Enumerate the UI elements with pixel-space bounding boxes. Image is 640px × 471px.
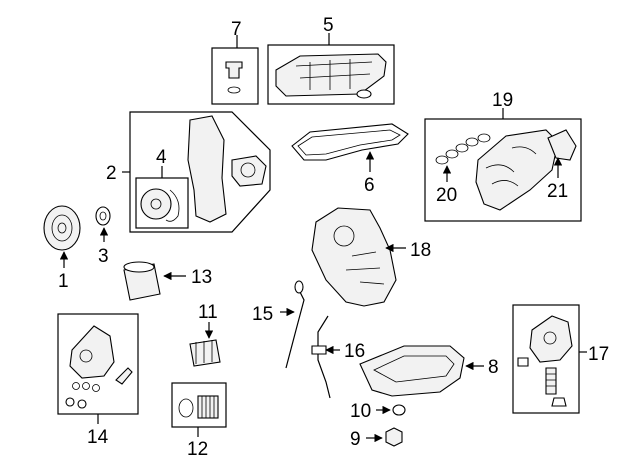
filter-element-part — [197, 395, 219, 419]
pulley-group[interactable] — [43, 205, 81, 251]
filter-element-oring — [178, 398, 194, 418]
callout-12: 12 — [187, 439, 208, 460]
oil-pump-orings — [72, 382, 100, 392]
filter-element-pleats — [201, 396, 215, 418]
oil-pump-assembly-part — [529, 315, 573, 363]
gasket-inner — [297, 129, 401, 156]
callout-6: 6 — [364, 175, 375, 196]
oil-pump-hole — [79, 349, 93, 363]
callout-10: 10 — [350, 401, 371, 422]
oil-pump-assembly-spring — [545, 367, 557, 395]
pulley-part — [43, 205, 81, 251]
filter-housing-ribs — [195, 340, 213, 364]
callout-4: 4 — [156, 147, 167, 168]
intake-manifold-part — [475, 129, 559, 211]
callout-2: 2 — [106, 163, 117, 184]
drain-plug-group[interactable] — [385, 427, 403, 447]
seal-group[interactable] — [95, 206, 111, 226]
drain-gasket-group[interactable] — [392, 404, 406, 416]
pulley-center — [57, 222, 67, 234]
callout-1: 1 — [58, 271, 69, 292]
oil-cap-group[interactable] — [211, 47, 259, 105]
oil-cap-part — [225, 61, 243, 79]
dipstick-tube-part — [317, 315, 331, 399]
water-pump-hub — [150, 198, 162, 210]
oil-pump-clip — [115, 367, 133, 385]
engine-housing-ribs — [345, 251, 385, 285]
callout-18: 18 — [410, 240, 431, 261]
callout-14: 14 — [87, 427, 109, 448]
intake-gaskets — [435, 133, 491, 165]
dipstick-tube-bracket — [311, 345, 327, 355]
valve-cover-grommet — [356, 89, 372, 99]
dipstick-tube-group[interactable] — [311, 315, 331, 399]
drain-gasket-part — [392, 404, 406, 416]
callout-13: 13 — [191, 267, 212, 288]
gasket-part — [291, 123, 409, 161]
oil-cap-seal — [227, 86, 241, 94]
callout-8: 8 — [488, 357, 499, 378]
oil-filter-top — [123, 261, 155, 273]
timing-cover-part — [187, 115, 227, 223]
oil-pan-group[interactable] — [359, 345, 465, 397]
water-pump-gasket — [165, 189, 180, 222]
oil-pump-group[interactable] — [57, 313, 139, 415]
callout-21: 21 — [547, 181, 568, 202]
dipstick-group[interactable] — [285, 280, 305, 369]
timing-cover-hole — [240, 162, 256, 178]
drain-plug-part — [385, 427, 403, 447]
timing-cover-box — [129, 111, 271, 233]
oil-pump-assembly-coils — [546, 373, 556, 387]
engine-housing-bore — [333, 225, 355, 247]
dipstick-handle — [294, 280, 304, 294]
filter-housing-group[interactable] — [189, 339, 221, 367]
filter-element-group[interactable] — [171, 382, 227, 428]
callout-16: 16 — [344, 341, 365, 362]
pulley-hub — [51, 214, 73, 242]
callout-11: 11 — [198, 302, 218, 323]
oil-pump-bolts — [65, 397, 87, 409]
seal-part — [95, 206, 111, 226]
seal-inner — [99, 211, 107, 221]
callout-17: 17 — [588, 344, 609, 365]
oil-pump-assembly-hole — [543, 331, 557, 345]
oil-pump-assembly-box — [512, 304, 580, 414]
valve-cover-box — [267, 44, 395, 105]
oil-pump-assembly-group[interactable] — [512, 304, 580, 414]
oil-cap-box — [211, 47, 259, 105]
gasket-group[interactable] — [291, 123, 409, 161]
callout-20: 20 — [436, 185, 457, 206]
callout-5: 5 — [323, 15, 334, 36]
callout-7: 7 — [231, 19, 242, 40]
oil-pump-assembly-plug — [551, 397, 567, 407]
oil-pump-part — [69, 325, 115, 379]
oil-filter-group[interactable] — [123, 261, 161, 301]
engine-housing-group[interactable] — [311, 207, 397, 307]
intake-bracket — [547, 129, 577, 161]
callout-15: 15 — [252, 304, 273, 325]
callout-3: 3 — [98, 246, 109, 267]
engine-housing-part — [311, 207, 397, 307]
intake-manifold-group[interactable] — [424, 118, 582, 222]
oil-pan-part — [359, 345, 465, 397]
valve-cover-ribs — [295, 59, 373, 90]
valve-cover-part — [275, 53, 387, 97]
water-pump-part — [140, 188, 172, 220]
callout-9: 9 — [350, 429, 361, 450]
filter-housing-part — [189, 339, 221, 367]
filter-element-box — [171, 382, 227, 428]
valve-cover-group[interactable] — [267, 44, 395, 105]
timing-cover-bracket — [231, 155, 267, 187]
callout-19: 19 — [492, 90, 513, 111]
dipstick-part — [285, 287, 305, 369]
oil-pump-assembly-bolt — [517, 357, 529, 367]
intake-manifold-runners — [485, 146, 537, 187]
oil-pan-inner — [373, 355, 455, 383]
timing-cover-group[interactable] — [129, 111, 271, 233]
